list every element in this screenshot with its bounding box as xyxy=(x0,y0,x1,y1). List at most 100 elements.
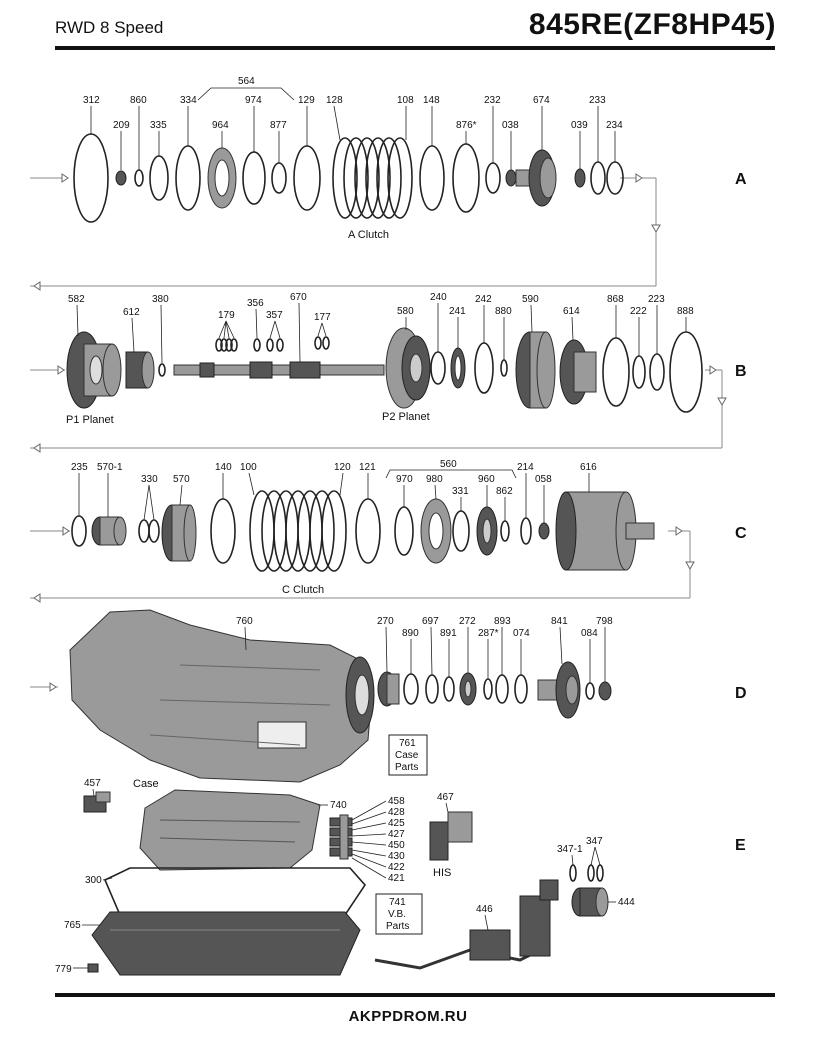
label-890: 890 xyxy=(402,628,419,639)
label-582: 582 xyxy=(68,294,85,305)
label-129: 129 xyxy=(298,95,315,106)
label-893: 893 xyxy=(494,616,511,627)
bottom-rule xyxy=(55,993,775,997)
section-letter-c: C xyxy=(735,525,747,542)
label-590: 590 xyxy=(522,294,539,305)
label-223: 223 xyxy=(648,294,665,305)
label-868: 868 xyxy=(607,294,624,305)
label-038: 038 xyxy=(502,120,519,131)
label-287: 287* xyxy=(478,628,499,639)
box-741-line2: Parts xyxy=(386,921,409,932)
label-240: 240 xyxy=(430,292,447,303)
label-330: 330 xyxy=(141,474,158,485)
label-740: 740 xyxy=(330,800,347,811)
label-674: 674 xyxy=(533,95,550,106)
label-974: 974 xyxy=(245,95,262,106)
label-980: 980 xyxy=(426,474,443,485)
label-614: 614 xyxy=(563,306,580,317)
label-357: 357 xyxy=(266,310,283,321)
row-a-labels: 312 209 860 335 334 964 974 877 129 128 … xyxy=(83,76,623,241)
label-876: 876* xyxy=(456,120,477,131)
label-580: 580 xyxy=(397,306,414,317)
section-letter-a: A xyxy=(735,171,747,188)
top-rule xyxy=(55,46,775,50)
row-b-labels: 582 612 380 179 356 357 670 177 580 240 … xyxy=(66,292,694,426)
label-209: 209 xyxy=(113,120,130,131)
header-model-type: RWD 8 Speed xyxy=(55,18,164,37)
label-222: 222 xyxy=(630,306,647,317)
label-570-1: 570-1 xyxy=(97,462,123,473)
label-232: 232 xyxy=(484,95,501,106)
label-570: 570 xyxy=(173,474,190,485)
label-177: 177 xyxy=(314,312,331,323)
label-234: 234 xyxy=(606,120,623,131)
label-241: 241 xyxy=(449,306,466,317)
label-270: 270 xyxy=(377,616,394,627)
label-312: 312 xyxy=(83,95,100,106)
caption-p1-planet: P1 Planet xyxy=(66,414,114,426)
box-761-line2: Parts xyxy=(395,762,418,773)
label-421: 421 xyxy=(388,873,405,884)
label-612: 612 xyxy=(123,307,140,318)
caption-a-clutch: A Clutch xyxy=(348,229,389,241)
label-331: 331 xyxy=(452,486,469,497)
label-140: 140 xyxy=(215,462,232,473)
label-300: 300 xyxy=(85,875,102,886)
caption-case: Case xyxy=(133,778,159,790)
label-877: 877 xyxy=(270,120,287,131)
row-e-labels: 457 740 458 428 425 427 450 430 422 421 … xyxy=(55,778,635,975)
box-761-line1: Case xyxy=(395,750,419,761)
label-964: 964 xyxy=(212,120,229,131)
label-334: 334 xyxy=(180,95,197,106)
label-779: 779 xyxy=(55,964,72,975)
row-c-parts xyxy=(71,490,655,572)
label-446: 446 xyxy=(476,904,493,915)
label-880: 880 xyxy=(495,306,512,317)
label-214: 214 xyxy=(517,462,534,473)
box-741-number: 741 xyxy=(389,897,406,908)
row-b-parts xyxy=(66,327,703,413)
label-467: 467 xyxy=(437,792,454,803)
caption-p2-planet: P2 Planet xyxy=(382,411,430,423)
label-560: 560 xyxy=(440,459,457,470)
row-a-parts xyxy=(73,133,624,223)
header-transmission-code: 845RE(ZF8HP45) xyxy=(528,8,776,41)
label-616: 616 xyxy=(580,462,597,473)
label-100: 100 xyxy=(240,462,257,473)
label-450: 450 xyxy=(388,840,405,851)
label-120: 120 xyxy=(334,462,351,473)
label-564: 564 xyxy=(238,76,255,87)
section-letter-b: B xyxy=(735,363,747,380)
label-121: 121 xyxy=(359,462,376,473)
caption-c-clutch: C Clutch xyxy=(282,584,324,596)
row-e-parts xyxy=(83,789,609,976)
label-235: 235 xyxy=(71,462,88,473)
label-760: 760 xyxy=(236,616,253,627)
label-242: 242 xyxy=(475,294,492,305)
label-233: 233 xyxy=(589,95,606,106)
flow-lines xyxy=(30,173,727,692)
label-841: 841 xyxy=(551,616,568,627)
label-179: 179 xyxy=(218,310,235,321)
label-335: 335 xyxy=(150,120,167,131)
label-430: 430 xyxy=(388,851,405,862)
caption-his: HIS xyxy=(433,867,451,879)
label-084: 084 xyxy=(581,628,598,639)
label-697: 697 xyxy=(422,616,439,627)
label-765: 765 xyxy=(64,920,81,931)
label-888: 888 xyxy=(677,306,694,317)
label-427: 427 xyxy=(388,829,405,840)
label-670: 670 xyxy=(290,292,307,303)
label-444: 444 xyxy=(618,897,635,908)
section-letter-d: D xyxy=(735,685,747,702)
label-457: 457 xyxy=(84,778,101,789)
footer-site: AKPPDROM.RU xyxy=(348,1008,468,1025)
label-347-1: 347-1 xyxy=(557,844,583,855)
label-128: 128 xyxy=(326,95,343,106)
label-458: 458 xyxy=(388,796,405,807)
label-425: 425 xyxy=(388,818,405,829)
label-960: 960 xyxy=(478,474,495,485)
label-148: 148 xyxy=(423,95,440,106)
box-741-line1: V.B. xyxy=(388,909,406,920)
label-970: 970 xyxy=(396,474,413,485)
